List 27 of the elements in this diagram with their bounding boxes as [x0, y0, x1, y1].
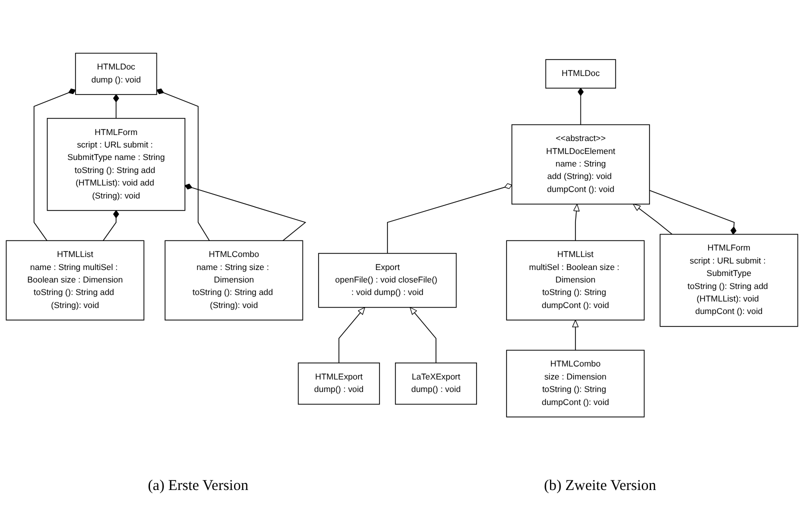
association-line — [578, 88, 584, 126]
association-line — [649, 190, 736, 235]
class-box: HTMLCombo size : Dimension toString (): String dumpCont (): void — [506, 350, 645, 418]
class-box: HTMLList multiSel : Boolean size : Dimension toString (): String dumpCont (): void — [506, 240, 645, 320]
inheritance-arrow — [572, 320, 579, 351]
class-box: HTMLCombo name : String size : Dimension toString (): String add (String): void — [164, 240, 304, 320]
class-box: Export openFile() : void closeFile() : void dump() : void — [318, 252, 457, 308]
association-line — [156, 88, 210, 241]
class-box: HTMLList name : String multiSel : Boolean size : Dimension toString (): String add (String): void — [6, 240, 144, 320]
inheritance-arrow — [410, 306, 436, 364]
class-box: LaTeXExport dump() : void — [394, 362, 477, 405]
class-box: HTMLForm script : URL submit : SubmitType name : String toString (): String add (HTMLList): void add (String): void — [46, 118, 186, 211]
association-line — [387, 183, 512, 254]
class-box: HTMLDoc — [545, 59, 616, 88]
association-line — [113, 94, 120, 119]
inheritance-arrow — [338, 306, 366, 364]
class-box: HTMLForm script : URL submit : SubmitType toString (): String add (HTMLList): void dumpCont (): void — [660, 234, 798, 327]
inheritance-arrow — [632, 204, 673, 235]
figure-caption: (b) Zweite Version — [544, 478, 656, 495]
association-line — [102, 210, 120, 241]
class-box: HTMLExport dump() : void — [298, 362, 380, 405]
association-line — [184, 184, 306, 241]
figure-caption: (a) Erste Version — [148, 478, 248, 495]
inheritance-arrow — [573, 204, 580, 241]
class-box: HTMLDoc dump (): void — [75, 52, 158, 95]
association-line — [34, 88, 76, 241]
class-box: <<abstract>> HTMLDocElement name : String add (String): void dumpCont (): void — [511, 124, 650, 204]
